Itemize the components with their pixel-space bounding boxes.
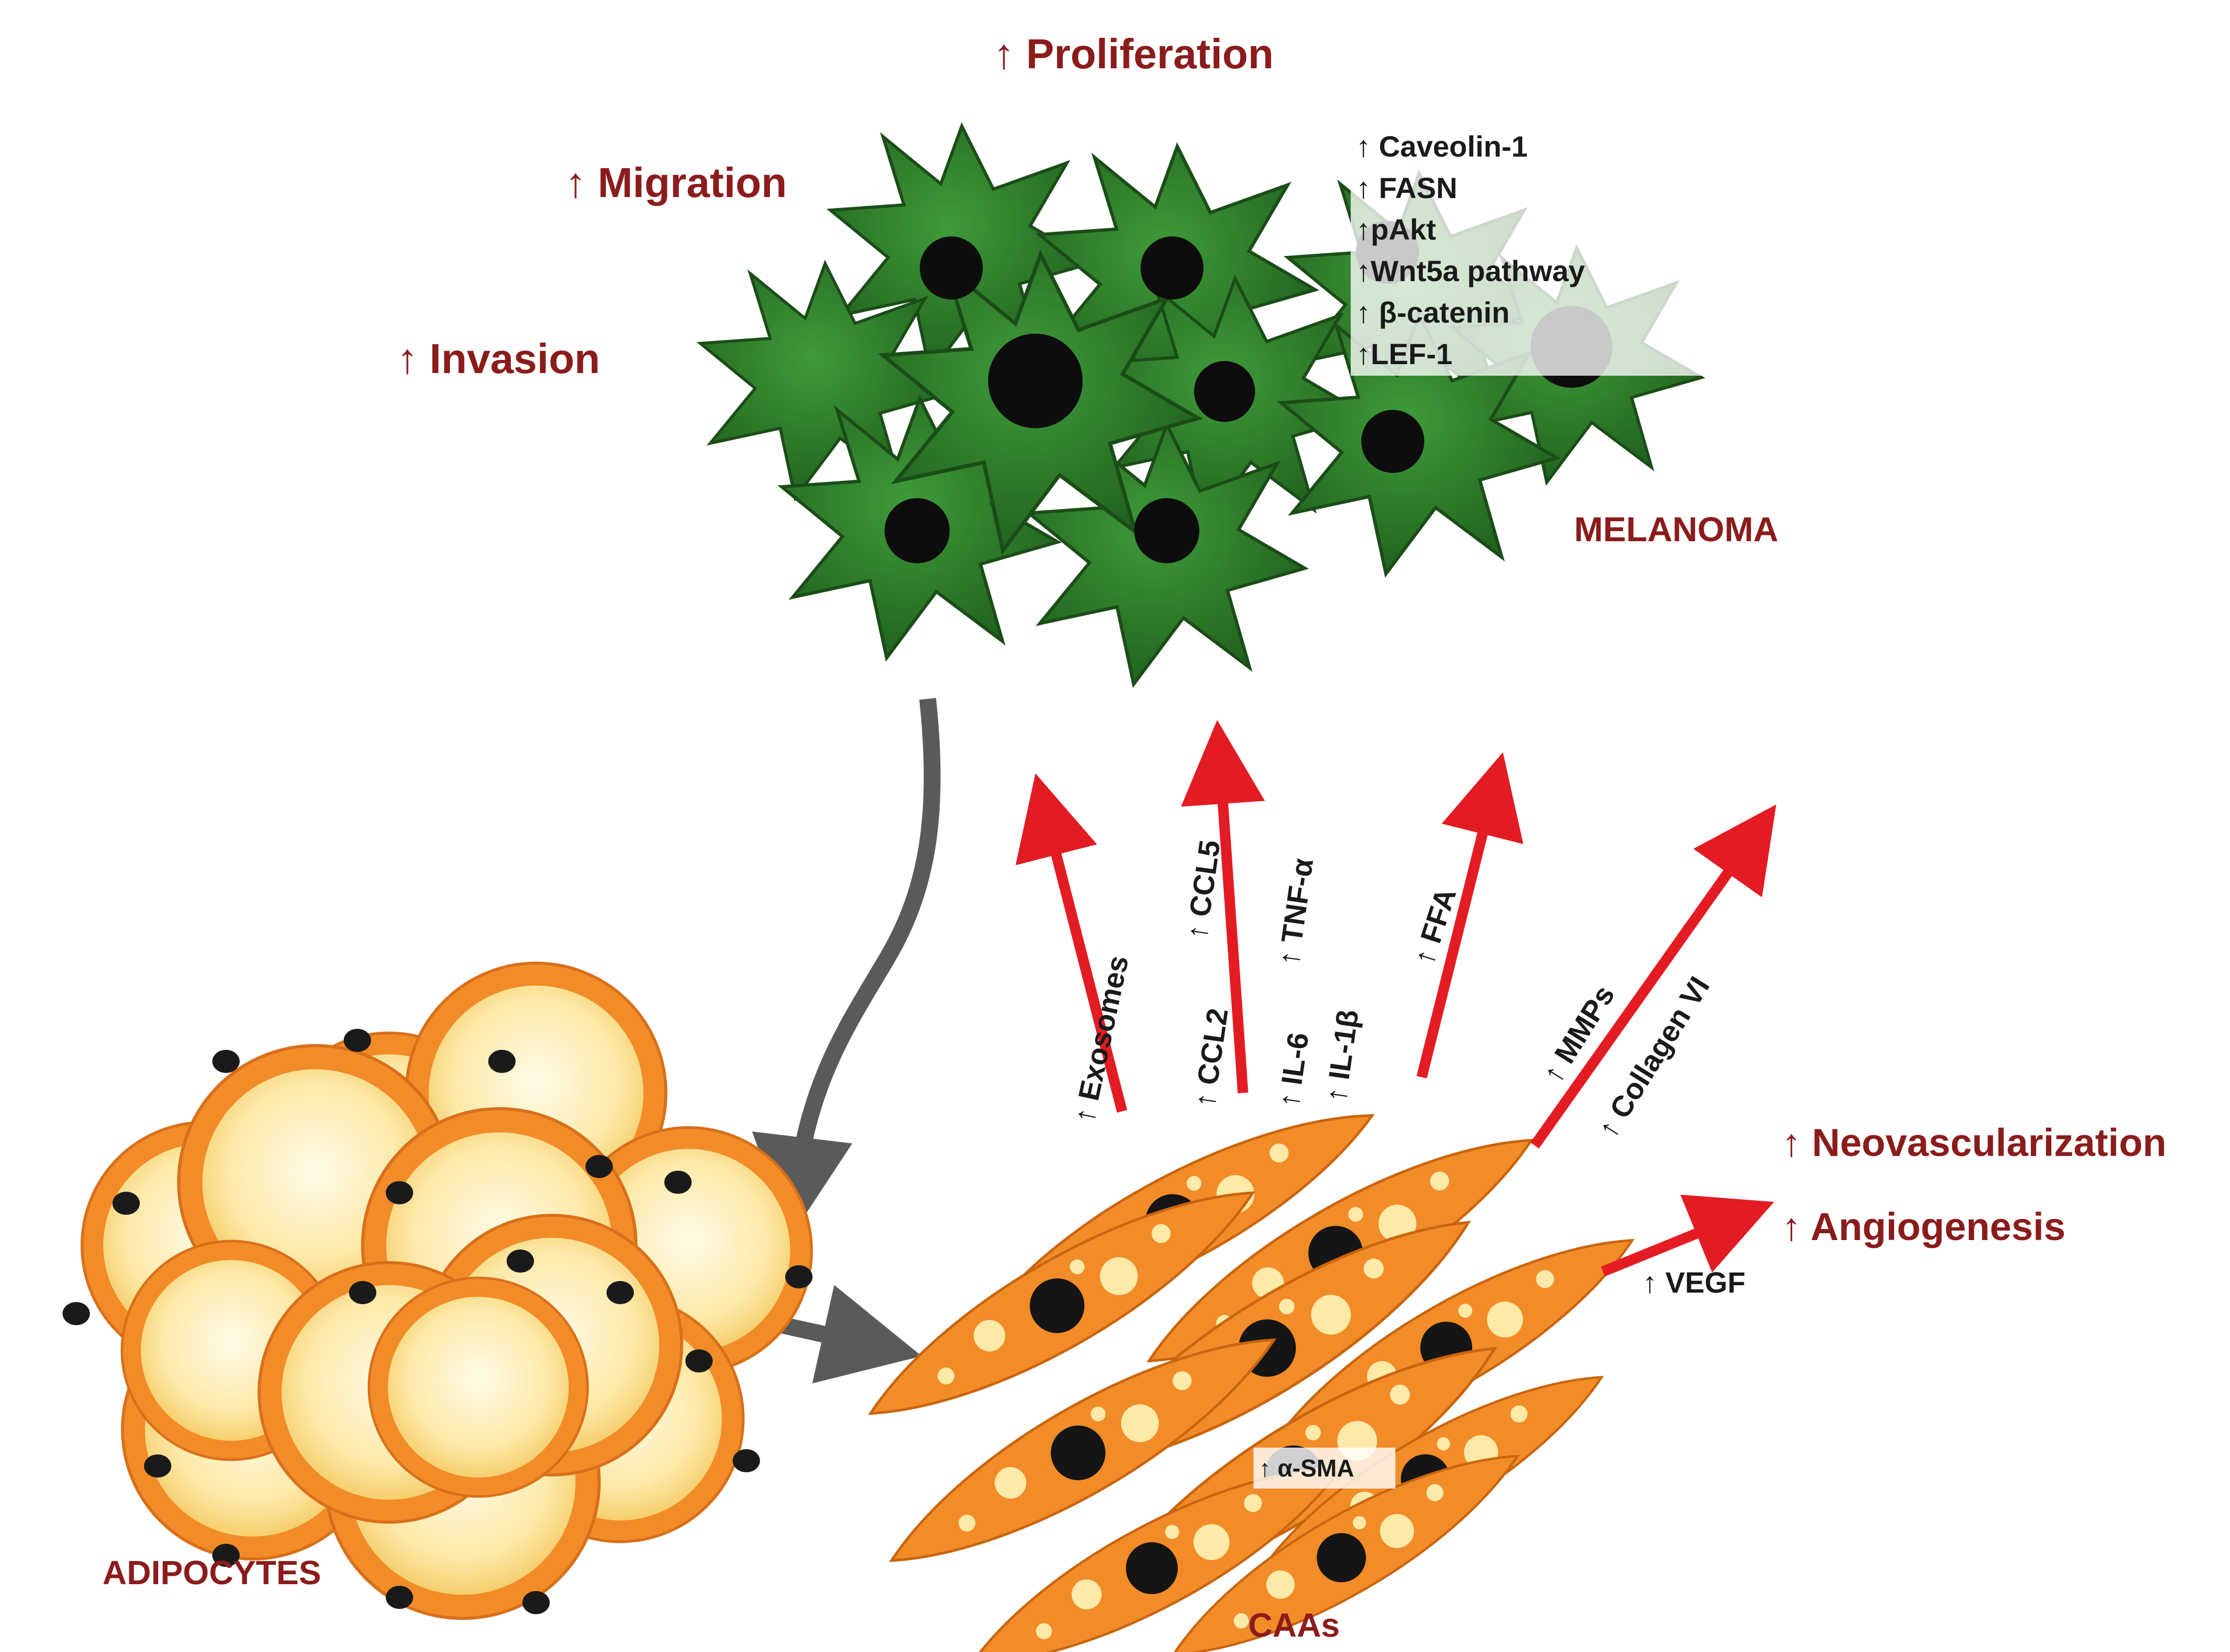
marker-lef1: ↑LEF-1 xyxy=(1356,337,1453,370)
adipocytes-label: ADIPOCYTES xyxy=(102,1554,321,1592)
outcome-invasion: ↑ Invasion xyxy=(397,335,600,382)
label-ccl5: ↑ CCL5 xyxy=(1179,838,1226,942)
marker-beta-catenin: ↑ β-catenin xyxy=(1356,296,1509,329)
label-exosomes: ↑ Exosomes xyxy=(1067,953,1135,1126)
marker-wnt5a: ↑Wnt5a pathway xyxy=(1356,254,1585,287)
outcome-proliferation: ↑ Proliferation xyxy=(993,30,1273,77)
label-vegf: ↑ VEGF xyxy=(1642,1266,1745,1299)
label-ccl2: ↑ CCL2 xyxy=(1187,1006,1234,1110)
melanoma-to-caas-arrow xyxy=(796,699,932,1188)
marker-fasn: ↑ FASN xyxy=(1356,171,1457,204)
marker-caveolin: ↑ Caveolin-1 xyxy=(1356,130,1528,163)
caas-cluster xyxy=(849,1077,1653,1652)
marker-pakt: ↑pAkt xyxy=(1356,213,1436,246)
alpha-sma-marker: ↑ α-SMA xyxy=(1259,1454,1354,1482)
alpha-sma-label-box: ↑ α-SMA xyxy=(1253,1448,1395,1489)
label-il1b: ↑ IL-1β xyxy=(1319,1007,1364,1104)
caas-label: CAAs xyxy=(1248,1606,1340,1644)
melanoma-markers-panel: ↑ Caveolin-1 ↑ FASN ↑pAkt ↑Wnt5a pathway… xyxy=(1351,129,1882,376)
label-tnfa: ↑ TNF-α xyxy=(1271,856,1319,967)
adipocytes-cluster xyxy=(63,963,813,1618)
outcome-migration: ↑ Migration xyxy=(565,159,787,206)
outcome-angiogenesis: ↑ Angiogenesis xyxy=(1782,1205,2065,1248)
outcome-neovascularization: ↑ Neovascularization xyxy=(1782,1121,2166,1164)
melanoma-label: MELANOMA xyxy=(1574,510,1779,549)
label-il6: ↑ IL-6 xyxy=(1271,1030,1314,1110)
